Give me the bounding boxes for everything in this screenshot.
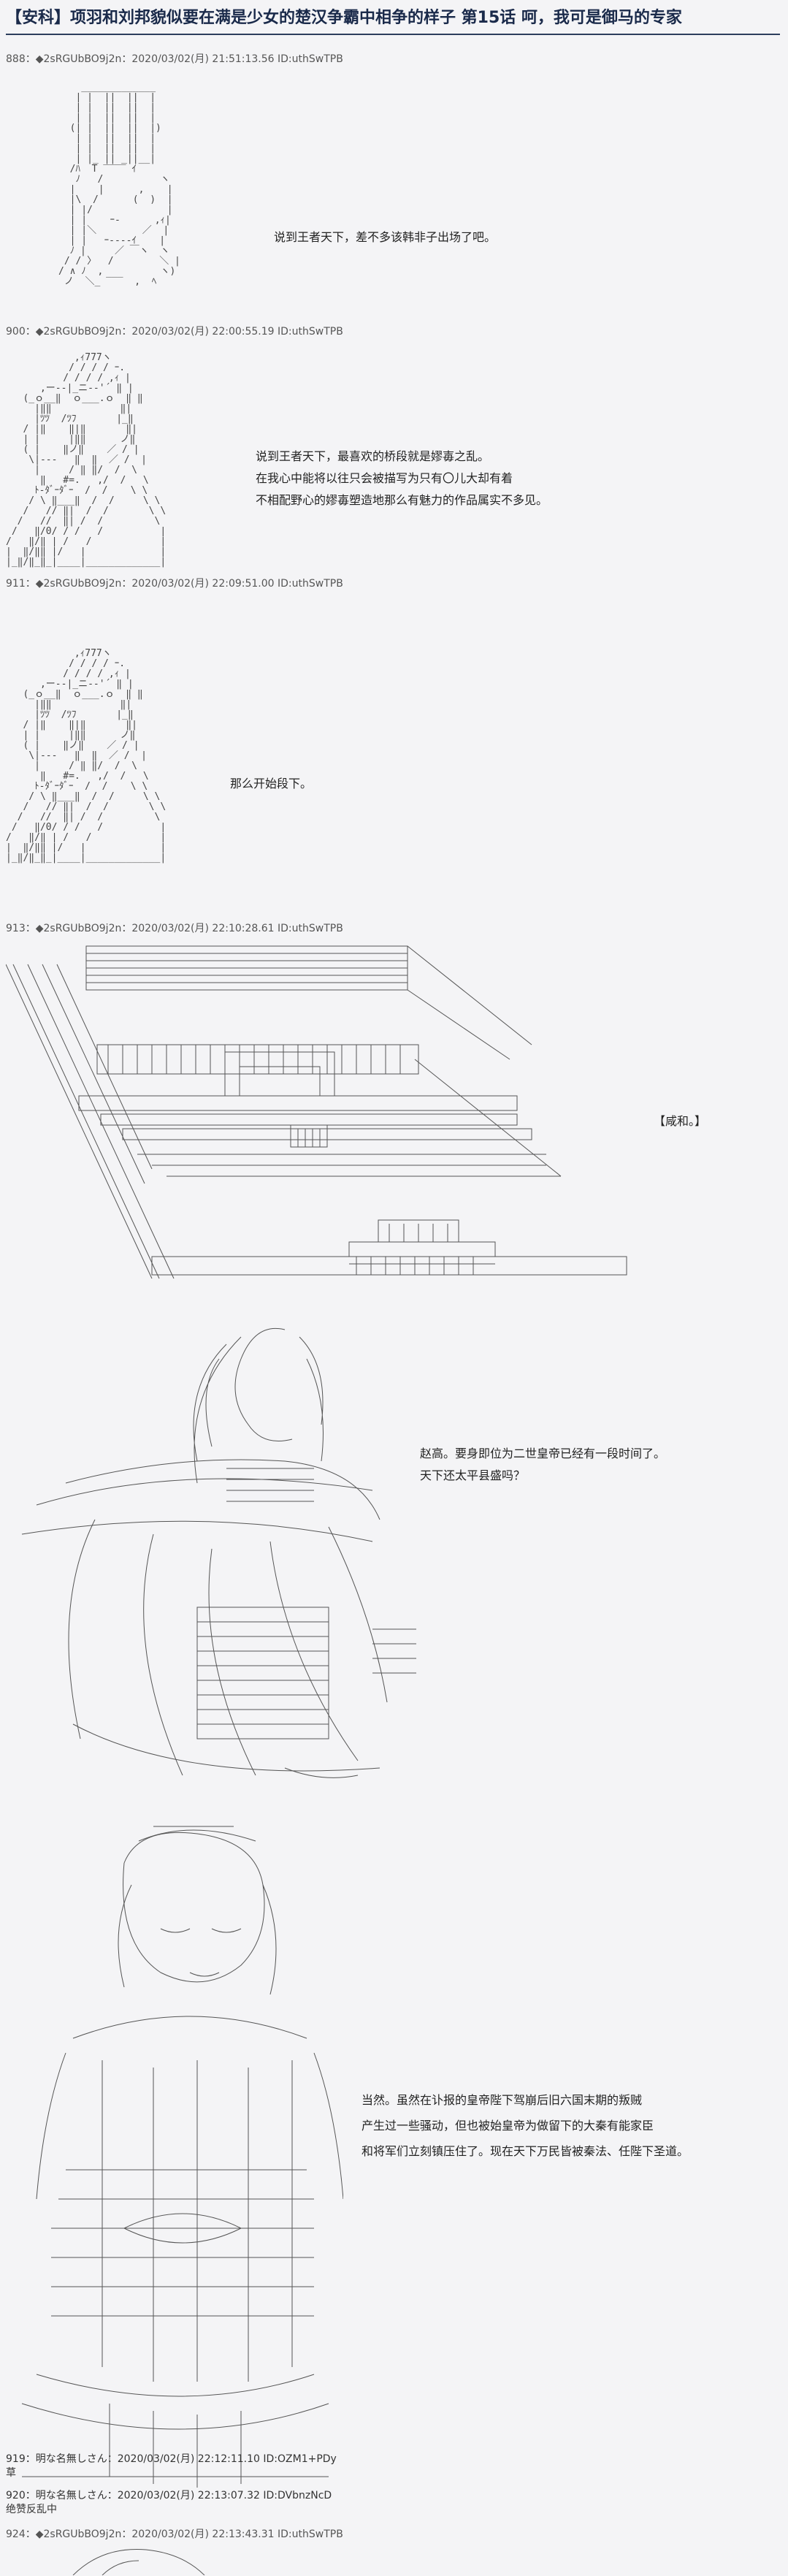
dialogue-line: 那么开始段下。 bbox=[230, 777, 313, 790]
comment-body: 草 bbox=[6, 2467, 16, 2479]
dialogue-line: 不相配野心的嫪毐塑造地那么有魅力的作品属实不多见。 bbox=[256, 493, 548, 507]
ascii-art-character: _____________ | | || || | | | || || | | … bbox=[58, 83, 180, 287]
dialogue-line: 赵高。要身即位为二世皇帝已经有一段时间了。 bbox=[420, 1447, 666, 1460]
dialogue-line: 和将军们立刻镇压住了。现在天下万民皆被秦法、任陛下圣道。 bbox=[362, 2144, 689, 2158]
dialogue-line: 产生过一些骚动，但也被始皇帝为做留下的大秦有能家臣 bbox=[362, 2119, 654, 2133]
dialogue-line: 当然。虽然在讣报的皇帝陛下驾崩后旧六国末期的叛贼 bbox=[362, 2093, 643, 2107]
comment-header: 920：明な名無しさん：2020/03/02(月) 22:13:07.32 ID… bbox=[6, 2490, 332, 2501]
post-header: 900：◆2sRGUbBO9j2n：2020/03/02(月) 22:00:55… bbox=[6, 326, 343, 338]
comment-header: 919：明な名無しさん：2020/03/02(月) 22:12:11.10 ID… bbox=[6, 2453, 337, 2465]
comment-body: 绝赞反乱中 bbox=[6, 2504, 57, 2515]
post-header: 888：◆2sRGUbBO9j2n：2020/03/02(月) 21:51:13… bbox=[6, 53, 343, 65]
dialogue-line: 说到王者天下，差不多该韩非子出场了吧。 bbox=[274, 230, 497, 244]
ascii-art-character: ,ｨ777ヽ / / / / ｰ. / / / / ,ｨ | ,ー-‐|_ニ-‐… bbox=[6, 649, 167, 864]
dialogue-line: 天下还太平县盛吗？ bbox=[420, 1468, 526, 1482]
dialogue-line: 在我心中能将以往只会被描写为只有〇儿大却有着 bbox=[256, 471, 513, 485]
post-header: 911：◆2sRGUbBO9j2n：2020/03/02(月) 22:09:51… bbox=[6, 578, 343, 590]
post-header: 913：◆2sRGUbBO9j2n：2020/03/02(月) 22:10:28… bbox=[6, 923, 343, 934]
page-title: 【安科】项羽和刘邦貌似要在满是少女的楚汉争霸中相争的样子 第15话 呵，我可是御… bbox=[6, 4, 780, 35]
partial-illustration bbox=[72, 2548, 205, 2575]
dialogue-line: 【咸和。】 bbox=[654, 1114, 707, 1128]
seated-emperor-illustration bbox=[21, 1327, 416, 1778]
dialogue-line: 说到王者天下，最喜欢的桥段就是嫪毐之乱。 bbox=[256, 449, 490, 463]
minister-illustration bbox=[21, 1826, 343, 2488]
post-header: 924：◆2sRGUbBO9j2n：2020/03/02(月) 22:13:43… bbox=[6, 2529, 343, 2540]
palace-illustration bbox=[6, 945, 627, 1279]
ascii-art-character: ,ｨ777ヽ / / / / ｰ. / / / / ,ｨ | ,ー-‐|_ニ-‐… bbox=[6, 353, 167, 568]
